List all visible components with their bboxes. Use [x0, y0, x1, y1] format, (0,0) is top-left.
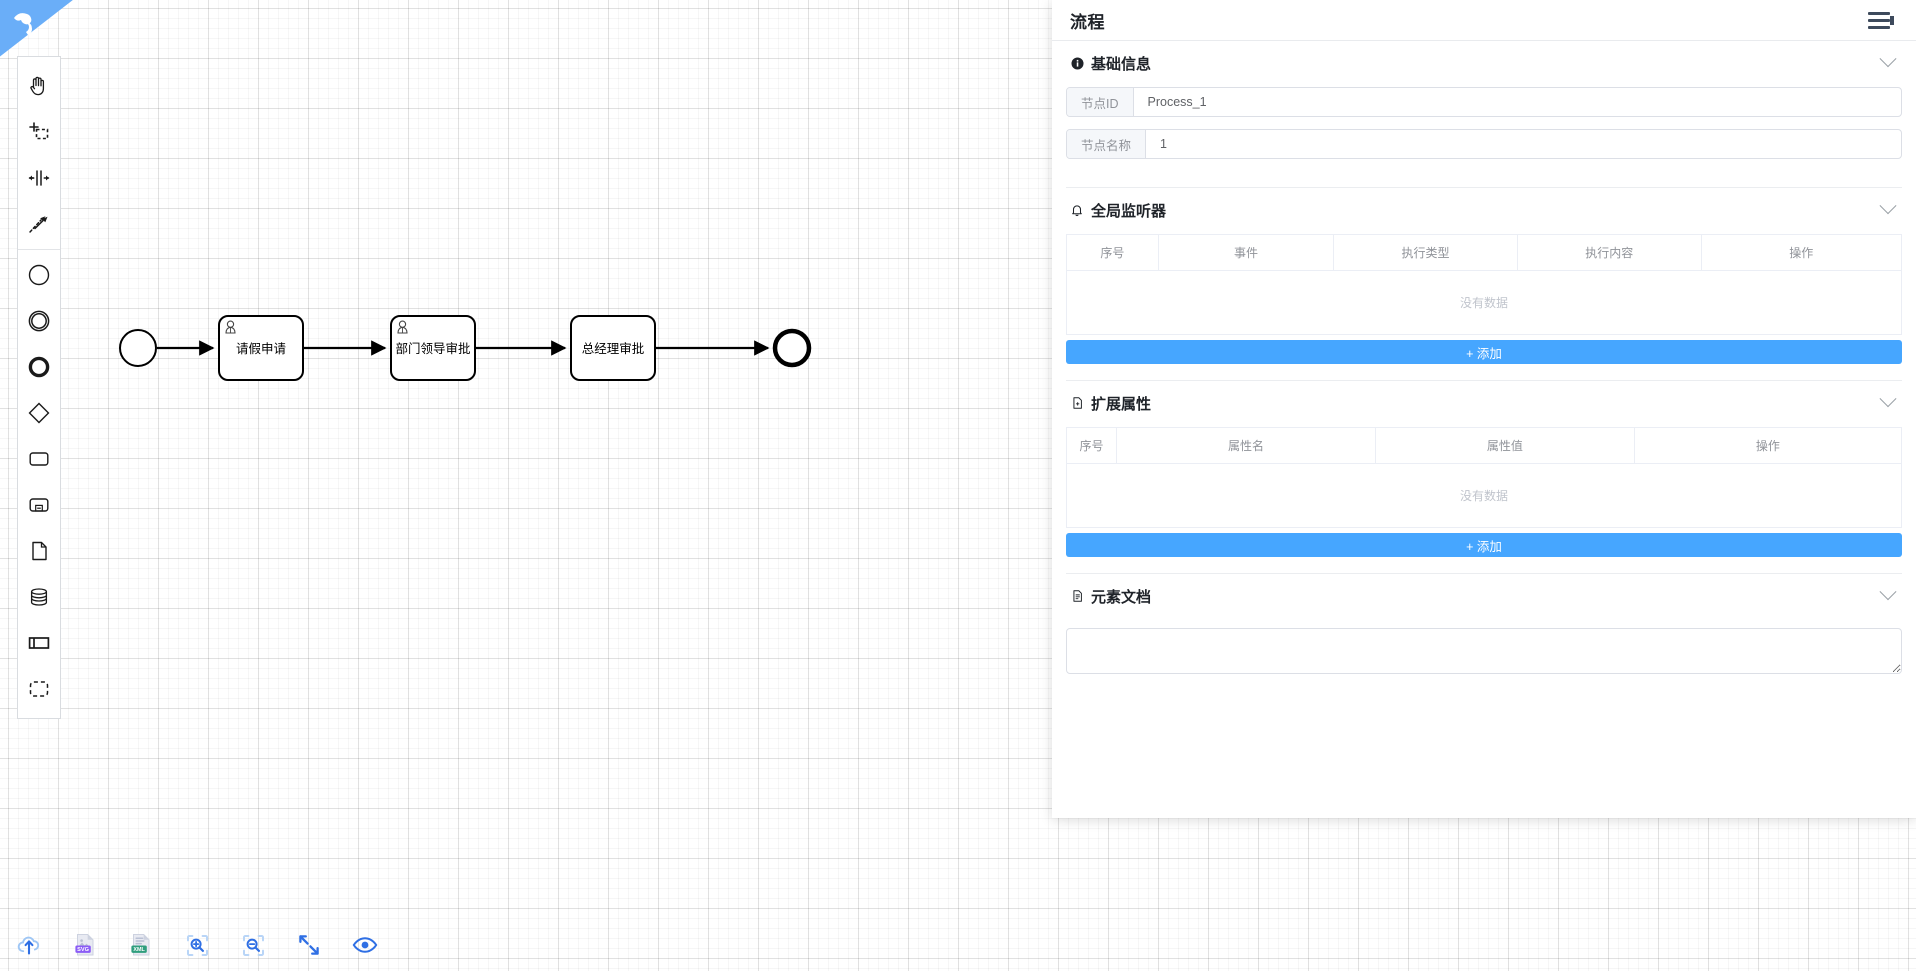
column-header: 执行类型 — [1333, 234, 1518, 271]
bpmn-start-event[interactable] — [119, 329, 157, 367]
table-empty-text: 没有数据 — [1066, 270, 1902, 335]
chevron-down-icon[interactable] — [1879, 197, 1897, 215]
node-id-input[interactable] — [1133, 88, 1901, 116]
fit-screen-icon[interactable] — [292, 928, 326, 962]
column-header: 属性名 — [1116, 427, 1376, 464]
preview-icon[interactable] — [348, 928, 382, 962]
palette-group-elements — [18, 249, 60, 714]
xml-badge-label: XML — [133, 947, 145, 953]
file-plus-icon — [1068, 396, 1086, 410]
task-label: 请假申请 — [236, 342, 286, 356]
global-connect-tool-icon[interactable] — [18, 201, 60, 247]
canvas-bottom-toolbar: SVG XML — [0, 919, 1052, 971]
export-svg-icon[interactable]: SVG — [68, 928, 102, 962]
chevron-down-icon[interactable] — [1879, 390, 1897, 408]
panel-title: 流程 — [1070, 12, 1105, 32]
field-label: 节点ID — [1067, 88, 1134, 116]
section-title: 基础信息 — [1091, 55, 1152, 73]
table-empty-row: 没有数据 — [1066, 463, 1902, 528]
hamburger-menu-icon[interactable] — [1864, 8, 1894, 33]
zoom-in-icon[interactable] — [180, 928, 214, 962]
info-circle-icon — [1068, 56, 1086, 70]
user-task-type-icon — [225, 320, 236, 334]
upload-xml-icon[interactable] — [12, 928, 46, 962]
section-header-extension-properties[interactable]: 扩展属性 — [1066, 381, 1902, 425]
properties-panel: 流程 基础信息 节点ID — [1052, 0, 1916, 818]
table-header-row: 序号 属性名 属性值 操作 — [1065, 427, 1903, 464]
extension-properties-table: 序号 属性名 属性值 操作 没有数据 — [1065, 427, 1903, 528]
lasso-tool-icon[interactable] — [18, 109, 60, 155]
field-label: 节点名称 — [1067, 130, 1147, 158]
column-header: 属性值 — [1374, 427, 1635, 464]
column-header: 事件 — [1157, 234, 1335, 271]
svg-badge-label: SVG — [77, 947, 89, 953]
column-header: 操作 — [1700, 234, 1903, 271]
field-node-name: 节点名称 — [1066, 129, 1902, 159]
section-element-documentation: 元素文档 — [1066, 574, 1902, 695]
bpmn-task[interactable]: 总经理审批 — [570, 315, 656, 381]
column-header: 执行内容 — [1516, 234, 1702, 271]
section-content-basic-info: 节点ID 节点名称 — [1066, 85, 1902, 187]
user-task-type-icon — [397, 320, 408, 334]
task-label: 部门领导审批 — [395, 341, 470, 356]
section-title: 元素文档 — [1091, 588, 1152, 606]
table-empty-row: 没有数据 — [1066, 270, 1902, 335]
start-event-icon[interactable] — [18, 252, 60, 298]
zoom-out-icon[interactable] — [236, 928, 270, 962]
node-name-input[interactable] — [1146, 130, 1901, 158]
task-icon[interactable] — [18, 436, 60, 482]
chevron-down-icon[interactable] — [1879, 50, 1897, 68]
subprocess-collapsed-icon[interactable] — [18, 482, 60, 528]
intermediate-event-icon[interactable] — [18, 298, 60, 344]
add-property-button[interactable]: + 添加 — [1066, 533, 1902, 557]
section-extension-properties: 扩展属性 序号 属性名 属性值 操作 没有数据 — [1065, 381, 1903, 574]
global-listeners-table: 序号 事件 执行类型 执行内容 操作 没有数据 — [1066, 234, 1903, 335]
bpmn-palette — [17, 56, 61, 719]
data-object-icon[interactable] — [18, 528, 60, 574]
section-header-basic-info[interactable]: 基础信息 — [1066, 41, 1902, 85]
column-header: 操作 — [1633, 427, 1903, 464]
section-basic-info: 基础信息 节点ID 节点名称 — [1066, 41, 1902, 188]
add-listener-button[interactable]: + 添加 — [1066, 340, 1902, 364]
export-xml-icon[interactable]: XML — [124, 928, 158, 962]
gateway-icon[interactable] — [18, 390, 60, 436]
properties-panel-header: 流程 — [1052, 0, 1916, 41]
document-icon — [1068, 589, 1086, 603]
properties-panel-body[interactable]: 基础信息 节点ID 节点名称 — [1052, 41, 1916, 818]
column-header: 序号 — [1066, 234, 1159, 271]
participant-icon[interactable] — [18, 620, 60, 666]
table-empty-text: 没有数据 — [1066, 463, 1902, 528]
section-header-global-listeners[interactable]: 全局监听器 — [1066, 188, 1902, 232]
hand-tool-icon[interactable] — [18, 63, 60, 109]
data-store-icon[interactable] — [18, 574, 60, 620]
end-event-icon[interactable] — [18, 344, 60, 390]
group-icon[interactable] — [18, 666, 60, 712]
field-node-id: 节点ID — [1066, 87, 1902, 117]
space-tool-icon[interactable] — [18, 155, 60, 201]
bell-icon — [1068, 203, 1086, 217]
section-content-element-documentation — [1066, 618, 1902, 695]
bpmn-end-event[interactable] — [772, 328, 812, 368]
section-content-extension-properties: 序号 属性名 属性值 操作 没有数据 + 添加 — [1065, 425, 1903, 573]
chevron-down-icon[interactable] — [1879, 583, 1897, 601]
bpmn-diagram: 请假申请 部门领导审批 总经理审批 — [119, 315, 812, 381]
section-title: 扩展属性 — [1091, 395, 1152, 413]
section-content-global-listeners: 序号 事件 执行类型 执行内容 操作 没有数据 + 添加 — [1066, 232, 1903, 380]
section-title: 全局监听器 — [1091, 202, 1167, 220]
task-label: 总经理审批 — [582, 341, 645, 356]
bpmn-user-task[interactable]: 请假申请 — [218, 315, 304, 381]
section-header-element-documentation[interactable]: 元素文档 — [1066, 574, 1902, 618]
section-global-listeners: 全局监听器 序号 事件 执行类型 执行内容 操作 没有数据 — [1066, 188, 1903, 381]
column-header: 序号 — [1065, 427, 1118, 464]
palette-group-tools — [18, 61, 60, 249]
element-documentation-textarea[interactable] — [1066, 628, 1902, 674]
bpmn-user-task[interactable]: 部门领导审批 — [390, 315, 476, 381]
table-header-row: 序号 事件 执行类型 执行内容 操作 — [1066, 234, 1903, 271]
